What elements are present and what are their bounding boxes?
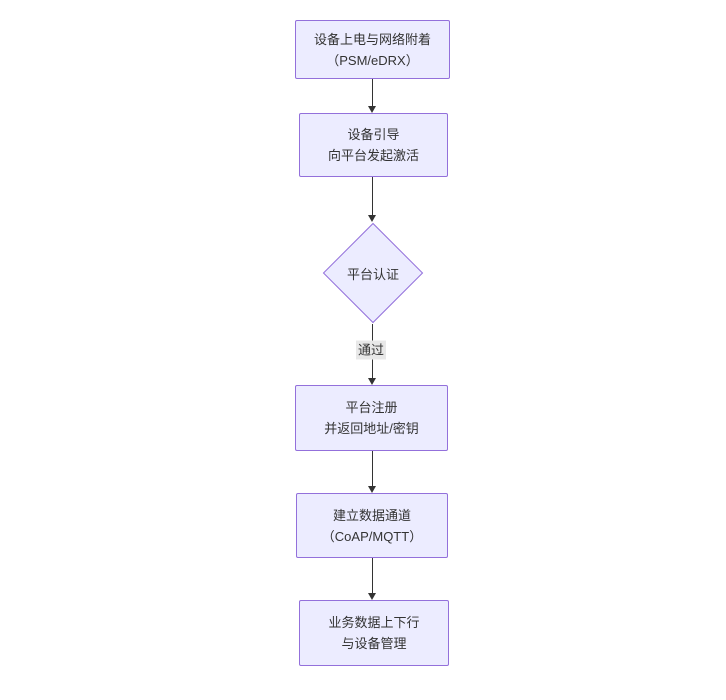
node-text-line: 与设备管理 <box>341 636 407 651</box>
arrow-line <box>372 451 373 488</box>
node-device-bootstrap: 设备引导 向平台发起激活 <box>299 113 448 177</box>
node-platform-auth: 平台认证 <box>322 222 424 324</box>
arrowhead-icon <box>368 486 376 493</box>
node-text-line: 向平台发起激活 <box>327 148 419 163</box>
node-text-line: 业务数据上下行 <box>328 615 420 630</box>
edge-arrow-5 <box>368 558 377 600</box>
node-text-line: 建立数据通道 <box>332 507 411 523</box>
arrow-line <box>372 558 373 595</box>
node-platform-register: 平台注册 并返回地址/密钥 <box>295 385 448 451</box>
node-text-line: 设备引导 <box>347 127 400 142</box>
arrowhead-icon <box>368 215 376 222</box>
arrow-line <box>372 79 373 108</box>
node-text-line: 平台注册 <box>345 400 398 415</box>
node-text-line: 设备上电与网络附着 <box>313 31 431 47</box>
node-text-line: （CoAP/MQTT） <box>321 528 423 544</box>
node-text-line: 平台认证 <box>346 266 399 282</box>
arrowhead-icon <box>368 378 376 385</box>
node-power-network-attach: 设备上电与网络附着 （PSM/eDRX） <box>295 20 450 79</box>
edge-arrow-4 <box>368 451 377 493</box>
node-business-data: 业务数据上下行 与设备管理 <box>299 600 449 666</box>
edge-arrow-1 <box>368 79 377 113</box>
edge-arrow-2 <box>368 177 377 222</box>
node-text-line: 并返回地址/密钥 <box>324 421 419 436</box>
node-data-channel: 建立数据通道 （CoAP/MQTT） <box>296 493 448 558</box>
edge-label-pass: 通过 <box>355 340 387 360</box>
arrowhead-icon <box>368 593 376 600</box>
node-text-line: （PSM/eDRX） <box>326 52 419 68</box>
arrowhead-icon <box>368 106 376 113</box>
arrow-line <box>372 177 373 217</box>
